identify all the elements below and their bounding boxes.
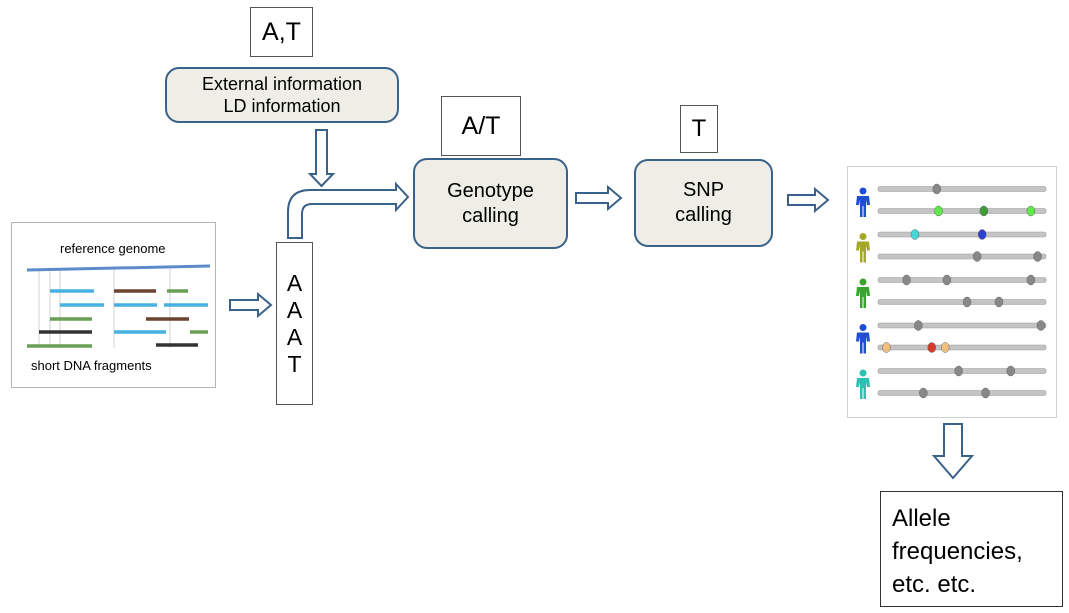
snp-marker — [910, 229, 920, 240]
result-line2: frequencies, — [892, 538, 1023, 565]
snp-marker — [927, 342, 937, 353]
read-stack-box: A A A T — [276, 242, 313, 405]
read-stack-item: A — [286, 269, 303, 296]
snp-marker — [954, 365, 963, 377]
allele-label-genotype: A/T — [441, 96, 521, 156]
snp-marker — [940, 342, 950, 353]
haplotype-line — [877, 231, 1047, 238]
arrow-individuals-to-result — [931, 423, 975, 480]
arrow-genotype-to-snp — [575, 184, 623, 212]
read-stack-item: A — [286, 296, 303, 323]
snp-marker — [932, 183, 942, 195]
arrow-external-down — [307, 129, 336, 188]
person-icon — [856, 187, 870, 217]
allele-label-external: A,T — [250, 7, 313, 57]
snp-calling-line1: SNP — [682, 179, 725, 201]
snp-calling-box: SNP calling — [634, 159, 773, 247]
allele-label-snp: T — [680, 105, 718, 153]
external-info-box: External information LD information — [165, 67, 399, 123]
snp-marker — [981, 387, 990, 399]
genotype-calling-line1: Genotype — [447, 179, 534, 202]
person-icon — [856, 369, 870, 399]
arrow-reads-to-stack — [229, 291, 273, 319]
result-line3: etc. etc. — [892, 571, 977, 598]
snp-marker — [942, 274, 952, 286]
snp-marker — [1033, 251, 1042, 262]
reference-genome-label: reference genome — [60, 241, 166, 256]
external-info-line1: External information — [201, 74, 363, 94]
haplotype-line — [877, 186, 1047, 192]
haplotype-line — [877, 208, 1047, 214]
snp-calling-line2: calling — [675, 204, 732, 226]
genotype-calling-box: Genotype calling — [413, 158, 568, 249]
short-dna-fragments-label: short DNA fragments — [31, 358, 152, 373]
snp-marker — [882, 342, 891, 353]
snp-marker — [914, 320, 923, 331]
result-box: Allele frequencies, etc. etc. — [880, 491, 1063, 607]
haplotype-line — [877, 322, 1047, 329]
reference-genome-line — [26, 264, 211, 272]
haplotype-line — [877, 390, 1047, 396]
snp-marker — [994, 296, 1004, 308]
arrow-bent-to-genotype — [287, 181, 410, 239]
snp-marker — [902, 274, 911, 286]
snp-marker — [962, 296, 972, 308]
haplotype-line — [877, 277, 1047, 283]
snp-marker — [1006, 365, 1015, 377]
haplotype-line — [877, 253, 1047, 260]
person-icon — [856, 278, 870, 308]
snp-marker — [1026, 205, 1036, 217]
person-icon — [856, 324, 870, 354]
genotype-calling-line2: calling — [462, 204, 519, 227]
snp-marker — [977, 229, 987, 240]
external-info-line2: LD information — [223, 96, 341, 116]
snp-marker — [1036, 320, 1046, 331]
snp-marker — [919, 387, 928, 399]
read-stack-item: A — [286, 323, 303, 350]
read-stack-item: T — [287, 350, 302, 377]
individuals-panel — [847, 166, 1057, 418]
individuals-haplotypes — [856, 183, 1047, 399]
snp-marker — [1026, 274, 1036, 286]
arrow-snp-to-individuals — [787, 186, 830, 214]
haplotype-line — [877, 344, 1047, 351]
reads-alignment-graphic — [26, 264, 211, 348]
person-icon — [856, 233, 870, 263]
result-line1: Allele — [892, 505, 951, 532]
haplotype-line — [877, 299, 1047, 305]
snp-marker — [972, 251, 982, 262]
snp-marker — [979, 205, 989, 217]
snp-marker — [934, 205, 943, 217]
reads-panel: reference genome short DNA — [11, 222, 216, 388]
